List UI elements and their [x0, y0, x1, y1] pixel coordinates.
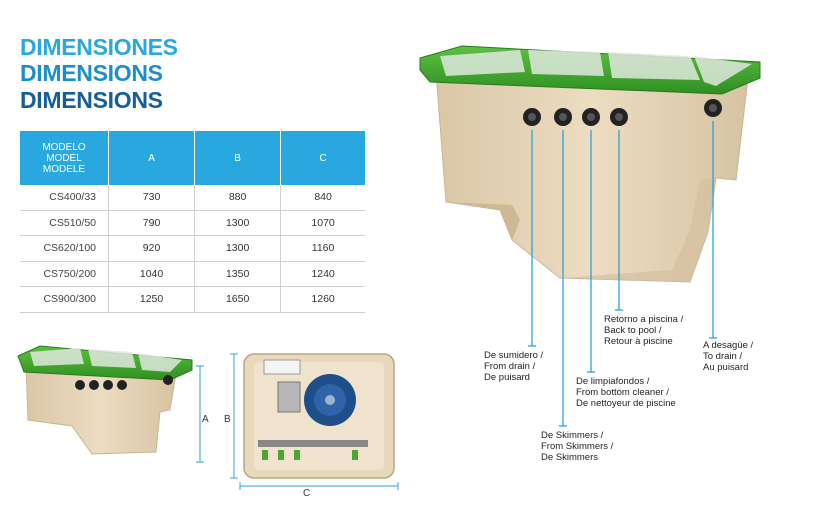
pipe-port-icon: [582, 108, 600, 126]
cell-b: 1650: [194, 286, 282, 313]
cell-b: 1300: [194, 210, 282, 236]
callout-from-drain: De sumidero / From drain / De puisard: [484, 350, 544, 383]
callout-from-skimmers: De Skimmers / From Skimmers / De Skimmer…: [541, 430, 614, 463]
top-view-image: [243, 353, 395, 479]
callout-leaders: [528, 121, 717, 427]
cell-b: 880: [194, 185, 282, 211]
cell-c: 1240: [280, 261, 365, 287]
cell-c: 1260: [280, 286, 365, 313]
table-row: CS510/50 790 1300 1070: [20, 210, 365, 236]
cell-a: 1250: [108, 286, 196, 313]
cell-model: CS620/100: [20, 235, 109, 262]
dimension-c-line: [239, 482, 399, 490]
table-row: CS620/100 920 1300 1160: [20, 235, 365, 262]
cell-c: 840: [280, 185, 365, 211]
table-header-row: MODELO MODEL MODELE A B C: [20, 131, 365, 185]
callout-to-drain: A desagüe / To drain / Au puisard: [703, 340, 754, 373]
cell-c: 1160: [280, 235, 365, 262]
dimension-b-line: [230, 353, 238, 479]
dimension-a-line: [196, 365, 204, 463]
title-french: DIMENSIONS: [20, 87, 163, 113]
cell-a: 730: [108, 185, 196, 211]
table-row: CS400/33 730 880 840: [20, 185, 365, 211]
cell-model: CS900/300: [20, 286, 109, 313]
pipe-port-icon: [610, 108, 628, 126]
column-header-c: C: [280, 131, 365, 185]
pipe-port-icon: [523, 108, 541, 126]
column-header-b: B: [194, 131, 282, 185]
title-spanish: DIMENSIONES: [20, 34, 178, 60]
small-tank-image: [17, 345, 193, 455]
table-row: CS750/200 1040 1350 1240: [20, 261, 365, 287]
large-tank-image: [419, 45, 761, 283]
column-header-a: A: [108, 131, 196, 185]
cell-a: 920: [108, 235, 196, 262]
callout-from-bottom-cleaner: De limpiafondos / From bottom cleaner / …: [576, 376, 676, 409]
pipe-port-icon: [554, 108, 572, 126]
cell-a: 1040: [108, 261, 196, 287]
cell-b: 1300: [194, 235, 282, 262]
title-english: DIMENSIONS: [20, 60, 163, 86]
cell-b: 1350: [194, 261, 282, 287]
cell-c: 1070: [280, 210, 365, 236]
dimension-b-label: B: [224, 414, 231, 425]
cell-a: 790: [108, 210, 196, 236]
pipe-port-icon: [704, 99, 722, 117]
cell-model: CS750/200: [20, 261, 109, 287]
callout-back-to-pool: Retorno a piscina / Back to pool / Retou…: [604, 314, 684, 347]
table-row: CS900/300 1250 1650 1260: [20, 286, 365, 313]
cell-model: CS510/50: [20, 210, 109, 236]
dimension-c-label: C: [303, 488, 311, 499]
dimensions-table: MODELO MODEL MODELE A B C CS400/33 730 8…: [20, 131, 365, 313]
column-header-model: MODELO MODEL MODELE: [20, 131, 109, 185]
cell-model: CS400/33: [20, 185, 109, 211]
dimension-a-label: A: [202, 414, 209, 425]
